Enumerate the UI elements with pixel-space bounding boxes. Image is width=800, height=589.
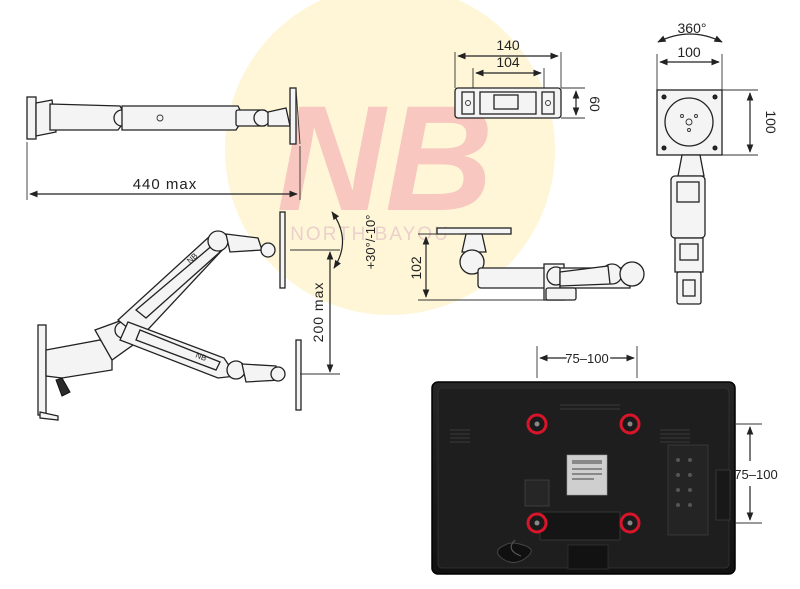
wall-plate xyxy=(26,96,37,140)
base-inner-width-label: 104 xyxy=(496,54,520,70)
vesa-horizontal-label: 75–100 xyxy=(565,351,608,366)
arm-length-label: 440 max xyxy=(133,176,198,193)
arm-front-view: 360° 100 100 xyxy=(656,20,779,305)
arm-side-view-height: NB NB 200 max +30°/-10° xyxy=(37,211,378,421)
wall-plate-2 xyxy=(37,324,47,416)
base-depth-label: 60 xyxy=(587,96,603,112)
vesa-holes xyxy=(526,413,641,534)
plate-width-label: 100 xyxy=(677,44,701,60)
vesa-vertical-label: 75–100 xyxy=(734,467,777,482)
arm-side-view-extended: 440 max xyxy=(26,87,301,200)
rotation-label: 360° xyxy=(678,20,707,36)
vesa-plate-side xyxy=(289,87,297,145)
base-width-label: 140 xyxy=(496,37,520,53)
watermark: NB NORTH BAYOU xyxy=(225,0,555,315)
arm-top-view: 102 xyxy=(408,227,645,301)
base-top-view: 140 104 60 xyxy=(454,37,603,119)
plate-height-label: 100 xyxy=(763,110,779,134)
arm-segment-2 xyxy=(121,105,245,131)
vesa-plate-top xyxy=(436,227,512,235)
tv-back-view: 75–100 xyxy=(431,346,778,575)
height-range-label: 200 max xyxy=(310,282,326,343)
watermark-brand: NORTH BAYOU xyxy=(290,224,450,245)
tilt-range-label: +30°/-10° xyxy=(363,215,378,270)
arm-height-label: 102 xyxy=(408,256,424,280)
svg-text:NB: NB xyxy=(194,351,208,364)
